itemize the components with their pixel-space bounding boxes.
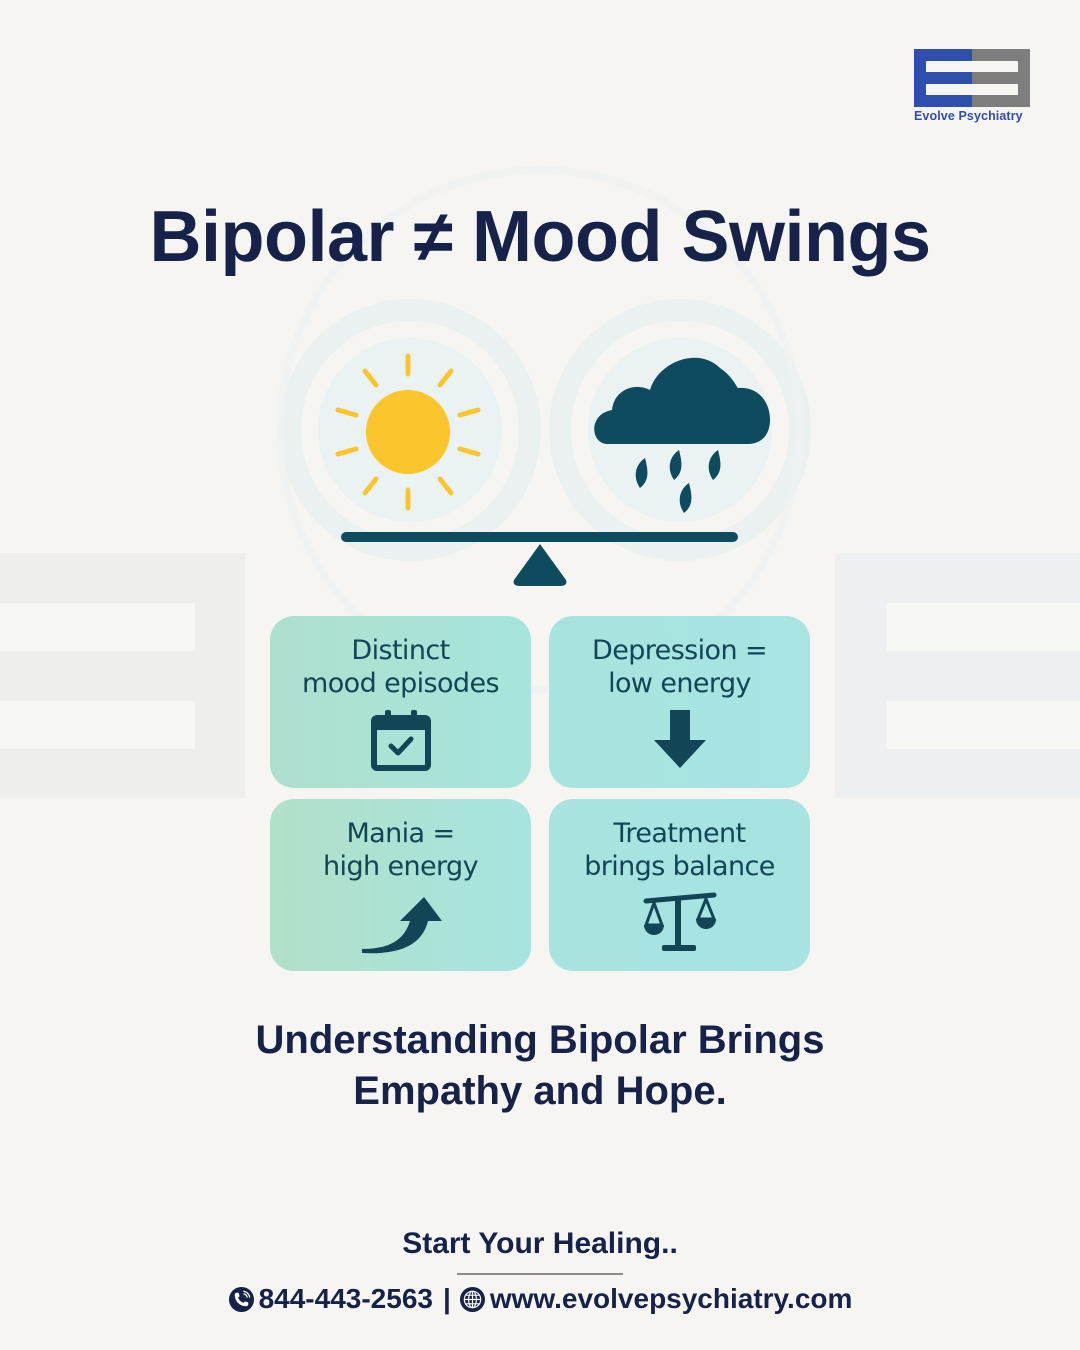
- card-line1: Depression =: [592, 635, 768, 666]
- fact-card-mania: Mania = high energy: [270, 799, 531, 971]
- curved-arrow-up-icon: [361, 897, 442, 954]
- seesaw-balance-icon: [341, 532, 738, 586]
- watermark-logo-right: [835, 553, 1080, 798]
- rain-cloud-icon: [594, 357, 770, 513]
- logo-mark-icon: [914, 49, 1030, 107]
- card-line2: brings balance: [584, 851, 775, 882]
- fact-card-treatment: Treatment brings balance: [549, 799, 810, 971]
- card-line2: low energy: [608, 668, 751, 699]
- card-line1: Treatment: [613, 818, 746, 849]
- facts-grid: Distinct mood episodes Depression = low …: [270, 616, 810, 971]
- card-line1: Distinct: [351, 635, 450, 666]
- fact-card-depression: Depression = low energy: [549, 616, 810, 788]
- contact-row: 844-443-2563 | www.evolvepsychiatry.com: [0, 1283, 1080, 1315]
- tagline: Understanding Bipolar Brings Empathy and…: [0, 1015, 1080, 1117]
- tagline-line1: Understanding Bipolar Brings: [255, 1018, 825, 1062]
- sun-icon: [335, 353, 481, 511]
- card-line2: high energy: [323, 851, 479, 882]
- phone-icon: [228, 1286, 254, 1312]
- website-link[interactable]: www.evolvepsychiatry.com: [489, 1283, 853, 1314]
- card-line1: Mania =: [346, 818, 455, 849]
- watermark-logo-left: [0, 553, 245, 798]
- brand-logo[interactable]: Evolve Psychiatry: [914, 49, 1030, 123]
- page-title: Bipolar ≠ Mood Swings: [149, 197, 931, 277]
- hero-illustration: [300, 330, 800, 600]
- arrow-down-icon: [653, 710, 706, 768]
- logo-text: Evolve Psychiatry: [914, 109, 1023, 123]
- globe-icon: [459, 1286, 485, 1312]
- fact-card-mood-episodes: Distinct mood episodes: [270, 616, 531, 788]
- contact-separator: |: [442, 1283, 451, 1314]
- tagline-line2: Empathy and Hope.: [353, 1069, 727, 1113]
- calendar-check-icon: [370, 710, 431, 771]
- phone-link[interactable]: 844-443-2563: [258, 1283, 433, 1314]
- divider: [457, 1273, 623, 1275]
- cta-heading: Start Your Healing..: [402, 1227, 678, 1260]
- scales-icon: [643, 892, 716, 951]
- card-line2: mood episodes: [302, 668, 500, 699]
